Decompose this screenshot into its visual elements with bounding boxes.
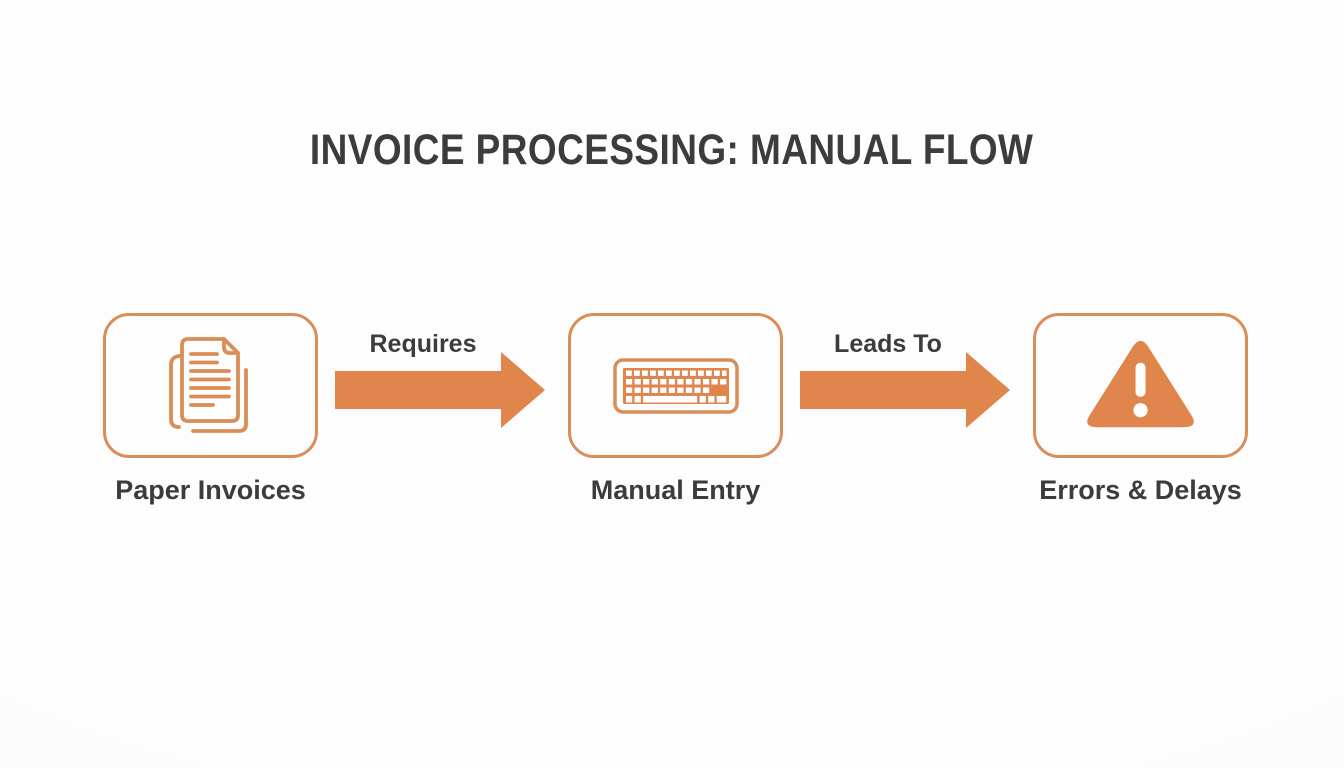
connector-requires-label: Requires — [369, 330, 477, 358]
node-manual-entry-label: Manual Entry — [590, 475, 761, 505]
node-manual-entry-box — [568, 313, 783, 458]
node-manual-entry: Manual Entry — [568, 313, 783, 506]
connector-leads-to-arrow — [800, 352, 1010, 428]
connector-requires-arrow — [335, 352, 545, 428]
node-paper-invoices-box — [103, 313, 318, 458]
keyboard-icon — [612, 357, 739, 414]
page-title-text: INVOICE PROCESSING: MANUAL FLOW — [310, 126, 1034, 174]
connector-leads-to-label: Leads To — [834, 330, 942, 358]
node-paper-invoices: Paper Invoices — [103, 313, 318, 506]
paper-documents-icon — [158, 330, 263, 442]
node-paper-invoices-label: Paper Invoices — [115, 475, 306, 505]
warning-triangle-icon — [1078, 338, 1203, 433]
node-errors-delays-box — [1033, 313, 1248, 458]
node-errors-delays: Errors & Delays — [1033, 313, 1248, 506]
page-title: INVOICE PROCESSING: MANUAL FLOW — [0, 126, 1344, 175]
node-errors-delays-label: Errors & Delays — [1039, 475, 1242, 505]
